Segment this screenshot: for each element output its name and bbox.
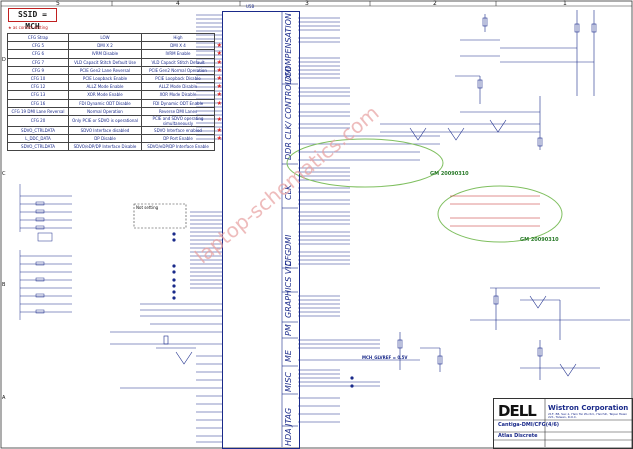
table-cell: CFG 13 xyxy=(7,90,69,100)
legend-note: ★ as correct setting xyxy=(8,25,48,30)
table-header-row: CFG Strap LOW High xyxy=(7,32,215,43)
row-letter-b: B xyxy=(2,282,6,288)
star-icon: ★ xyxy=(216,83,222,91)
table-cell: SDVO/eDP/DP Interface Disable xyxy=(68,142,142,152)
annotation-gm-1: GM 20090310 xyxy=(430,171,469,177)
table-cell: XOR Mode Enable xyxy=(68,90,142,100)
table-cell: PCIE and SDVO operating simultaneously★ xyxy=(141,114,222,127)
table-cell: CFG 20 xyxy=(7,114,69,127)
table-cell: FDI Dynamic ODT Disable xyxy=(68,98,142,108)
table-cell: PCIE Gen2 Normal Operation★ xyxy=(141,65,222,75)
table-cell: ALLZ Mode Enable xyxy=(68,82,142,92)
section-ddr-clk-control: DDR CLK/ CONTROL/COMPENSATION xyxy=(284,13,293,160)
table-cell: CFG 6 xyxy=(7,49,69,59)
table-cell: IVRM Enable★ xyxy=(141,49,222,59)
table-cell: SDVO_CTRLDATA xyxy=(7,125,69,136)
table-cell: DMI X 2 xyxy=(68,41,142,51)
star-icon: ★ xyxy=(216,74,222,82)
col-number-5: 5 xyxy=(56,0,60,7)
table-cell: Only PCIE or SDVO is operational xyxy=(68,114,142,127)
table-cell: SDVO_CTRLDATA xyxy=(7,142,69,152)
annotation-not-setting: Not setting xyxy=(136,205,159,210)
table-cell: CFG 19 DMI Lane Reversal xyxy=(7,106,69,116)
table-header: High xyxy=(141,32,215,43)
table-cell: PCIE Gen2 Lane Reversal xyxy=(68,65,142,75)
table-cell: L_DDC_DATA xyxy=(7,134,69,144)
annotation-gm-2: GM 20090310 xyxy=(520,237,559,243)
table-cell: VLD Capacit Stitch Default Use xyxy=(68,57,142,67)
table-cell: VLD Capacit Stitch Default★ xyxy=(141,57,222,67)
star-icon: ★ xyxy=(216,115,222,123)
table-cell: DMI X 4★ xyxy=(141,41,222,51)
table-cell: SDVO Interface enabled★ xyxy=(141,125,222,136)
col-number-2: 2 xyxy=(433,0,437,7)
ssid-box: SSID = MCH xyxy=(8,8,57,31)
row-letter-c: C xyxy=(2,171,6,177)
section-pm: PM xyxy=(284,324,293,336)
table-cell: FDI Dynamic ODT Enable★ xyxy=(141,98,222,108)
table-cell: DP Port Enable★ xyxy=(141,134,222,144)
section-dmi: DMI xyxy=(284,234,293,250)
table-cell: CFG 7 xyxy=(7,57,69,67)
table-cell: ALLZ Mode Disable★ xyxy=(141,82,222,92)
company-address: 21F, 88, Sec.1, Hsin Tai Wu Rd., Hsichih… xyxy=(548,412,628,419)
section-me: ME xyxy=(284,350,293,362)
company-name: Wistron Corporation xyxy=(548,404,629,412)
table-cell: SDVO Interface disabled xyxy=(68,125,142,136)
section-hda: HDA xyxy=(284,428,293,446)
star-icon: ★ xyxy=(216,58,222,66)
table-cell: CFG 16 xyxy=(7,98,69,108)
table-cell: CFG 10 xyxy=(7,73,69,84)
row-letter-d: D xyxy=(2,57,6,63)
section-jtag: JTAG xyxy=(284,407,293,426)
project-name: Atlas Discrete xyxy=(498,433,538,439)
star-icon: ★ xyxy=(216,99,222,107)
sheet-title: Cantiga-DMI/CFG(4/6) xyxy=(498,422,560,428)
star-icon: ★ xyxy=(216,50,222,58)
section-graphics-vid: GRAPHICS VID xyxy=(284,260,293,318)
annotation-vref: MCH_GLVREF = 0.5V xyxy=(362,355,408,360)
star-icon: ★ xyxy=(216,42,222,50)
table-cell: PCIE Loopback Enable xyxy=(68,73,142,84)
table-cell: IVRM Disable xyxy=(68,49,142,59)
section-misc: MISC xyxy=(284,372,293,392)
chip-ref: U5B xyxy=(246,4,255,9)
col-number-4: 4 xyxy=(176,0,180,7)
table-cell: PCIE Loopback Disable★ xyxy=(141,73,222,84)
table-header: CFG Strap xyxy=(7,32,69,43)
table-cell: SDVO/eDP/DP Interface Enable xyxy=(141,142,215,152)
star-icon: ★ xyxy=(216,66,222,74)
table-header: LOW xyxy=(68,32,142,43)
table-cell: CFG 9 xyxy=(7,65,69,75)
table-cell: CFG 5 xyxy=(7,41,69,51)
table-cell: Normal Operation xyxy=(68,106,142,116)
dell-logo: DELL xyxy=(498,402,537,420)
col-number-1: 1 xyxy=(563,0,567,7)
table-cell: DP Disable xyxy=(68,134,142,144)
table-cell: CFG 12 xyxy=(7,82,69,92)
row-letter-a: A xyxy=(2,395,6,401)
col-number-3: 3 xyxy=(305,0,309,7)
star-icon: ★ xyxy=(216,126,222,134)
star-icon: ★ xyxy=(216,135,222,143)
table-cell: XOR Mode Disable★ xyxy=(141,90,222,100)
star-icon: ★ xyxy=(216,91,222,99)
table-cell: Reverse DMI Lanes xyxy=(141,106,215,116)
